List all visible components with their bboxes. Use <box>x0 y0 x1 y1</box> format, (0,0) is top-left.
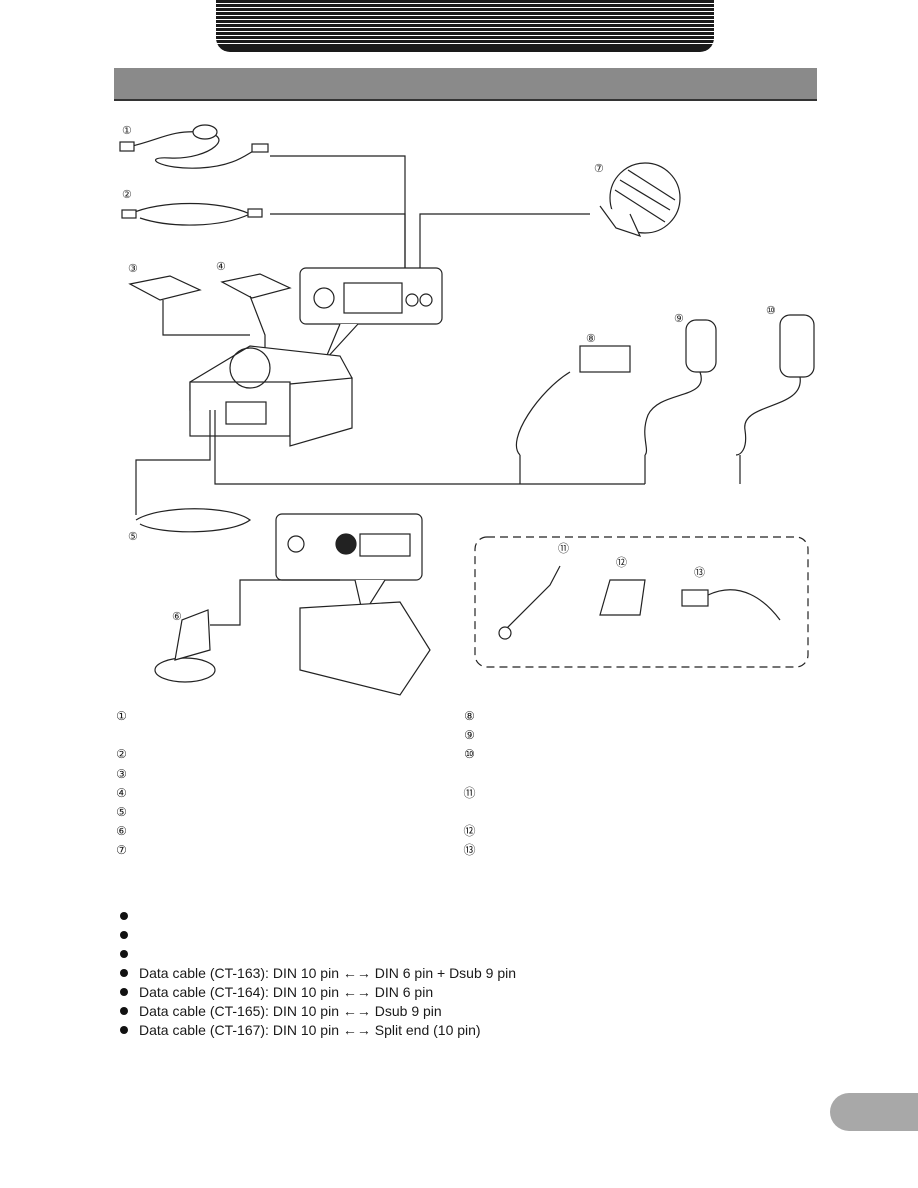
callout-8: ⑧ <box>586 333 596 345</box>
data-cable-illustration <box>121 202 406 275</box>
callout-3: ③ <box>128 263 138 275</box>
callout-7: ⑦ <box>594 163 604 175</box>
bullet-item-blank <box>120 906 820 925</box>
callout-6: ⑥ <box>172 611 182 623</box>
page-number-tab <box>830 1093 918 1131</box>
option-unit-3 <box>128 275 202 301</box>
callout-10: ⑩ <box>766 305 776 317</box>
transceiver-body-illustration <box>189 345 353 447</box>
legend-item-blank <box>462 765 792 784</box>
legend-item-blank <box>462 803 792 822</box>
option-unit-4 <box>220 273 292 299</box>
legend-item-3: ③ <box>116 766 127 781</box>
suction-mount-illustration <box>154 579 340 683</box>
legend-item-8: ⑧ <box>464 709 475 724</box>
legend-item-5: ⑤ <box>116 805 127 820</box>
rear-panel-callout <box>299 267 443 361</box>
bullet-item-blank <box>120 925 820 944</box>
bullet-icon <box>120 911 128 920</box>
legend-left-column: ① ② ③ ④ ⑤ ⑥ ⑦ <box>114 707 444 861</box>
legend-item-4: ④ <box>116 785 127 800</box>
legend-item-6: ⑥ <box>116 824 127 839</box>
callout-11: ⑪ <box>558 542 569 555</box>
callout-5: ⑤ <box>128 531 138 543</box>
chapter-header-tab <box>216 0 714 52</box>
legend-item-13: ⑬ <box>463 843 476 858</box>
dtmf-microphone-illustration <box>735 314 815 456</box>
front-panel-callout <box>275 513 423 617</box>
legend-item-11: ⑪ <box>463 785 476 800</box>
bullet-icon <box>120 1006 128 1015</box>
separation-cable-illustration <box>135 410 252 533</box>
callout-2: ② <box>122 189 132 201</box>
legend-item-1: ① <box>116 709 127 724</box>
bullet-item-ct164: Data cable (CT-164): DIN 10 pin ←→ DIN 6… <box>120 982 820 1001</box>
section-title-bar <box>114 68 817 101</box>
external-speaker-illustration <box>419 162 681 275</box>
legend-item-9: ⑨ <box>464 728 475 743</box>
callout-4: ④ <box>216 261 226 273</box>
interface-box-illustration <box>515 345 631 456</box>
usb-cable-illustration <box>119 124 406 275</box>
front-panel-illustration <box>299 601 431 696</box>
optional-accessories-box <box>474 536 809 668</box>
callout-9: ⑨ <box>674 313 684 325</box>
bullet-icon <box>120 968 128 977</box>
bullet-icon <box>120 930 128 939</box>
bullet-item-ct167: Data cable (CT-167): DIN 10 pin ←→ Split… <box>120 1020 820 1039</box>
callout-12: ⑫ <box>616 556 627 569</box>
bullet-icon <box>120 949 128 958</box>
legend-item-12: ⑫ <box>463 824 476 839</box>
legend-item-7: ⑦ <box>116 843 127 858</box>
data-cable-list: Data cable (CT-163): DIN 10 pin ←→ DIN 6… <box>120 906 820 1039</box>
bullet-item-ct163: Data cable (CT-163): DIN 10 pin ←→ DIN 6… <box>120 963 820 982</box>
legend-right-column: ⑧ ⑨ ⑩ ⑪ ⑫ ⑬ <box>462 707 792 861</box>
legend-item-2: ② <box>116 747 127 762</box>
bullet-item-ct165: Data cable (CT-165): DIN 10 pin ←→ Dsub … <box>120 1001 820 1020</box>
callout-1: ① <box>122 125 132 137</box>
callout-13: ⑬ <box>694 566 705 579</box>
bullet-item-blank <box>120 944 820 963</box>
legend-item-10: ⑩ <box>464 747 475 762</box>
accessories-illustration: ① ② ③ ④ ⑤ ⑥ ⑦ ⑧ ⑨ ⑩ ⑪ ⑫ ⑬ <box>119 124 815 696</box>
bullet-icon <box>120 987 128 996</box>
legend-item-blank <box>114 726 444 745</box>
hand-microphone-illustration <box>644 319 717 456</box>
bullet-icon <box>120 1025 128 1034</box>
